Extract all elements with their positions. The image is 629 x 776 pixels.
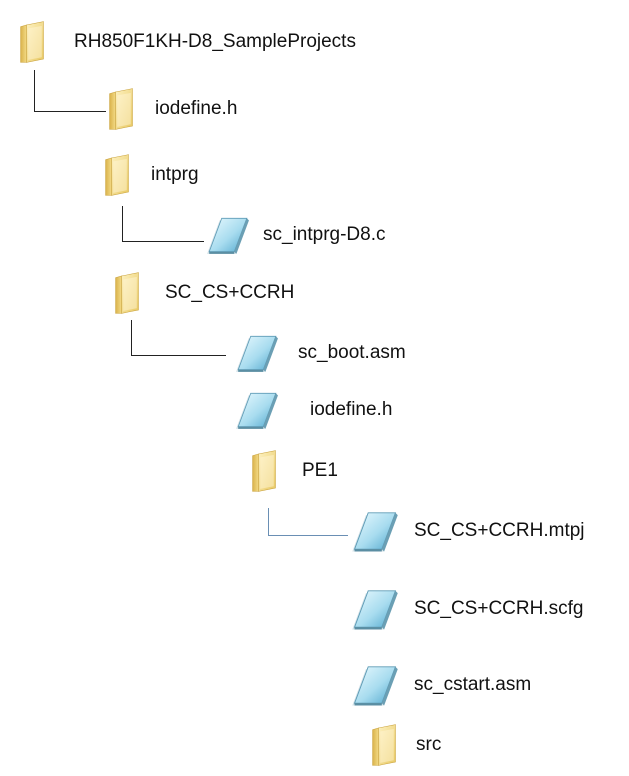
folder-icon [370, 718, 404, 772]
connector-sccs-file-h [131, 355, 226, 356]
tree-item[interactable]: PE1 [250, 444, 338, 498]
tree-item[interactable]: sc_intprg-D8.c [205, 214, 386, 256]
tree-item[interactable]: src [370, 718, 441, 772]
tree-root-label: RH850F1KH-D8_SampleProjects [74, 31, 356, 52]
tree-item[interactable]: SC_CS+CCRH.scfg [350, 586, 583, 632]
connector-intprg-file [122, 206, 123, 242]
file-icon [350, 508, 400, 554]
tree-root[interactable]: RH850F1KH-D8_SampleProjects [18, 14, 356, 70]
folder-icon [250, 444, 284, 498]
folder-icon [107, 82, 141, 136]
file-icon [350, 662, 400, 708]
connector-pe1-file [268, 508, 269, 536]
connector-sccs-file [131, 320, 132, 356]
tree-item[interactable]: sc_cstart.asm [350, 662, 531, 708]
connector-root-iodefine [34, 70, 35, 112]
file-icon [350, 586, 400, 632]
file-icon [234, 332, 280, 374]
folder-icon [103, 148, 137, 202]
file-icon [234, 389, 280, 431]
tree-item[interactable]: iodefine.h [107, 82, 237, 136]
tree-item[interactable]: iodefine.h [234, 389, 392, 431]
tree-item[interactable]: sc_boot.asm [234, 332, 406, 374]
folder-icon [113, 266, 147, 320]
connector-root-iodefine-h [34, 111, 106, 112]
tree-item[interactable]: intprg [103, 148, 199, 202]
folder-icon [18, 14, 52, 70]
tree-item[interactable]: SC_CS+CCRH [113, 266, 294, 320]
file-icon [205, 214, 251, 256]
connector-intprg-file-h [122, 241, 204, 242]
connector-pe1-file-h [268, 535, 348, 536]
tree-item[interactable]: SC_CS+CCRH.mtpj [350, 508, 585, 554]
